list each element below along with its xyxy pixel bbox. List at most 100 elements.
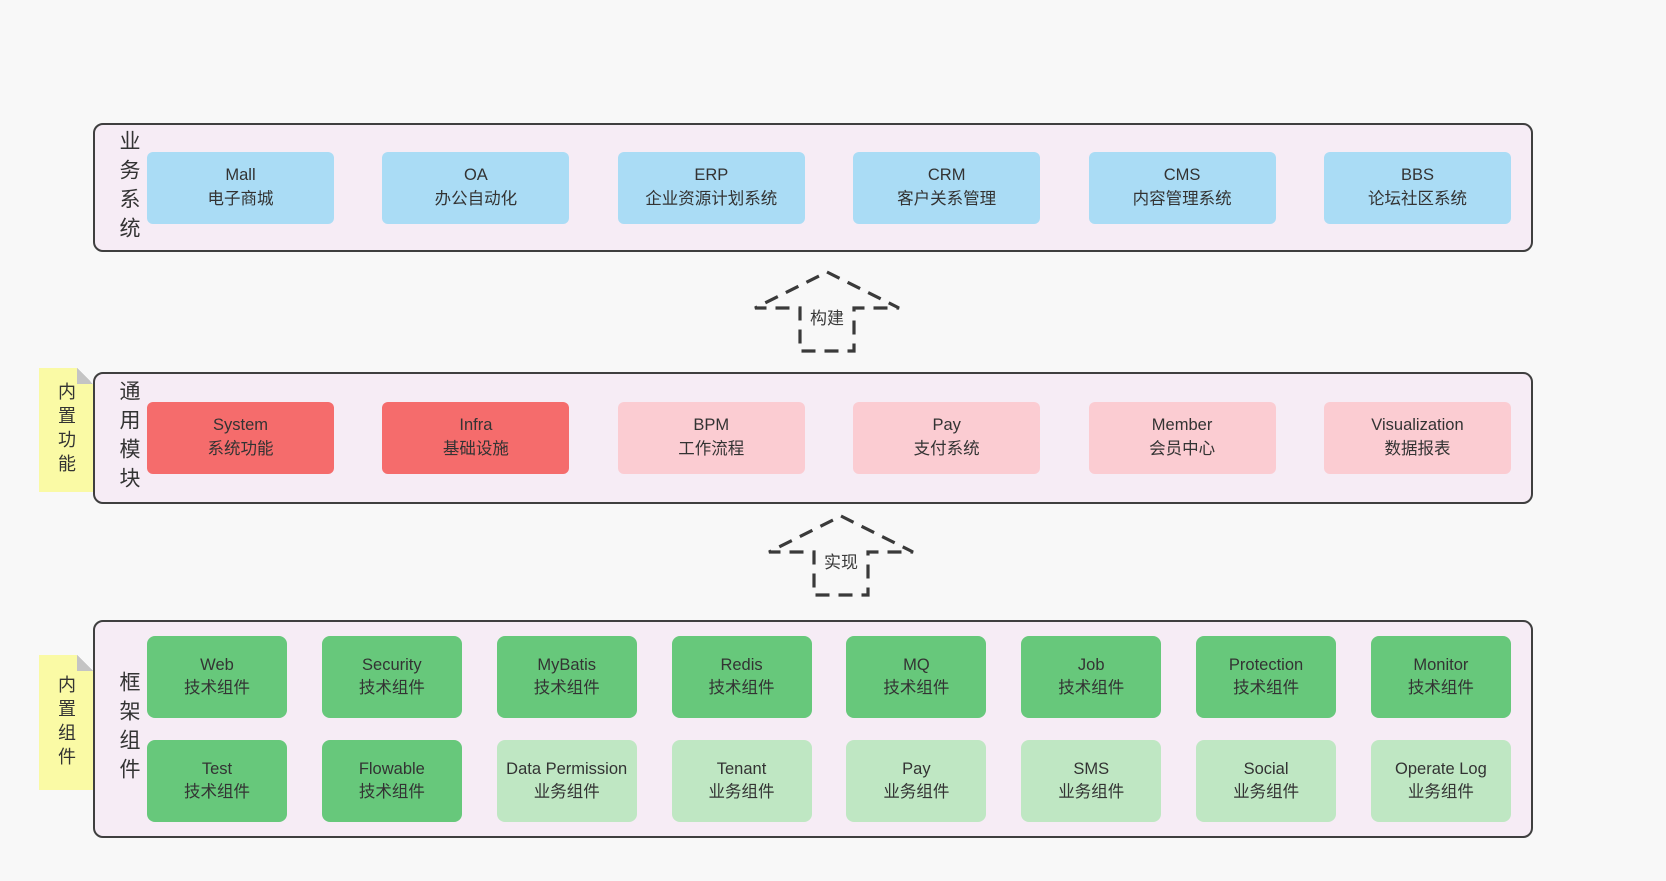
box-subtitle: 技术组件 [708,679,775,697]
box-system: System 系统功能 [147,402,334,474]
band-label-common-modules: 通用模块 [117,380,140,496]
box-flowable: Flowable 技术组件 [321,740,462,822]
box-subtitle: 技术组件 [1407,679,1474,697]
box-crm: CRM 客户关系管理 [853,151,1041,224]
box-oa: OA 办公自动化 [382,151,570,224]
box-subtitle: 技术组件 [358,783,425,801]
up-block-arrow-icon [768,514,914,597]
box-title: Job [1077,655,1105,674]
box-subtitle: 技术组件 [1233,679,1300,697]
box-subtitle: 电子商城 [207,189,274,208]
box-subtitle: 内容管理系统 [1132,189,1232,208]
box-bbs: BBS 论坛社区系统 [1323,151,1511,224]
band-framework-components: 框架组件 Web 技术组件 Security 技术组件 MyBatis 技术组件… [93,620,1533,838]
box-bpm: BPM 工作流程 [617,402,805,474]
box-test: Test 技术组件 [147,740,287,822]
box-operate-log: Operate Log 业务组件 [1370,740,1511,822]
box-title: Protection [1228,655,1304,674]
box-title: Redis [720,655,763,674]
band-business-systems: 业务系统 Mall 电子商城 OA 办公自动化 ERP 企业资源计划系统 CRM… [93,123,1533,252]
box-subtitle: 会员中心 [1149,440,1216,458]
box-title: ERP [694,165,729,184]
box-subtitle: 数据报表 [1384,440,1451,458]
box-subtitle: 技术组件 [184,783,250,801]
sticky-note-label: 内置组件 [56,674,76,771]
box-protection: Protection 技术组件 [1196,636,1337,718]
box-subtitle: 企业资源计划系统 [645,189,778,208]
band-framework-content: Web 技术组件 Security 技术组件 MyBatis 技术组件 Redi… [143,636,1531,822]
box-title: Mall [225,165,256,184]
up-block-arrow-icon [754,270,900,353]
box-title: Member [1151,416,1213,435]
framework-row-1: Web 技术组件 Security 技术组件 MyBatis 技术组件 Redi… [147,636,1511,718]
box-subtitle: 技术组件 [1058,679,1125,697]
box-subtitle: 办公自动化 [434,189,518,208]
box-title: OA [463,165,488,184]
box-title: Visualization [1371,416,1464,435]
box-security: Security 技术组件 [321,636,462,718]
box-title: BPM [693,416,730,435]
box-subtitle: 业务组件 [533,783,600,801]
box-title: Social [1243,759,1289,778]
box-title: Monitor [1413,655,1469,674]
sticky-note-builtin-features: 内置功能 [39,368,93,492]
band-label-business-systems: 业务系统 [117,129,140,246]
box-member: Member 会员中心 [1088,402,1276,474]
box-pay-component: Pay 业务组件 [846,740,987,822]
arrow-implement-label: 实现 [821,548,861,573]
box-subtitle: 工作流程 [678,440,745,458]
band-modules-content: System 系统功能 Infra 基础设施 BPM 工作流程 Pay 支付系统… [143,402,1531,474]
box-title: CMS [1163,165,1201,184]
box-title: MQ [903,655,930,674]
box-redis: Redis 技术组件 [671,636,812,718]
box-subtitle: 业务组件 [1233,783,1300,801]
box-title: Security [362,655,422,674]
box-title: BBS [1400,165,1434,184]
box-subtitle: 客户关系管理 [897,189,997,208]
box-mq: MQ 技术组件 [846,636,987,718]
sticky-note-builtin-components: 内置组件 [39,655,93,790]
box-social: Social 业务组件 [1196,740,1337,822]
framework-row-2: Test 技术组件 Flowable 技术组件 Data Permission … [147,740,1511,822]
box-job: Job 技术组件 [1021,636,1162,718]
arrow-build: 构建 [752,270,902,354]
box-title: Web [200,655,234,674]
box-title: System [212,416,268,435]
box-title: Pay [902,759,931,778]
box-title: CRM [927,165,966,184]
box-subtitle: 业务组件 [708,783,775,801]
box-data-permission: Data Permission 业务组件 [496,740,637,822]
box-title: Pay [932,416,961,435]
box-subtitle: 技术组件 [184,679,250,697]
arrow-implement: 实现 [766,514,916,598]
box-title: Test [201,759,233,778]
box-title: Data Permission [506,759,628,778]
box-title: Operate Log [1395,759,1487,778]
band-label-framework-components: 框架组件 [117,671,140,787]
box-subtitle: 业务组件 [1407,783,1474,801]
box-title: Flowable [358,759,425,778]
band-business-content: Mall 电子商城 OA 办公自动化 ERP 企业资源计划系统 CRM 客户关系… [143,151,1531,224]
box-subtitle: 技术组件 [883,679,950,697]
box-cms: CMS 内容管理系统 [1088,151,1276,224]
box-sms: SMS 业务组件 [1021,740,1162,822]
box-subtitle: 技术组件 [358,679,425,697]
box-mall: Mall 电子商城 [147,151,334,224]
box-subtitle: 基础设施 [442,440,509,458]
box-pay-module: Pay 支付系统 [853,402,1041,474]
box-erp: ERP 企业资源计划系统 [617,151,805,224]
box-web: Web 技术组件 [147,636,287,718]
box-title: Tenant [716,759,767,778]
box-subtitle: 技术组件 [533,679,600,697]
box-title: SMS [1073,759,1110,778]
box-visualization: Visualization 数据报表 [1323,402,1511,474]
box-title: Infra [459,416,493,435]
band-common-modules: 通用模块 System 系统功能 Infra 基础设施 BPM 工作流程 Pay… [93,372,1533,504]
box-monitor: Monitor 技术组件 [1370,636,1511,718]
box-subtitle: 支付系统 [913,440,980,458]
box-subtitle: 业务组件 [883,783,950,801]
box-infra: Infra 基础设施 [382,402,570,474]
arrow-build-label: 构建 [807,304,847,329]
box-subtitle: 论坛社区系统 [1367,189,1467,208]
box-tenant: Tenant 业务组件 [671,740,812,822]
